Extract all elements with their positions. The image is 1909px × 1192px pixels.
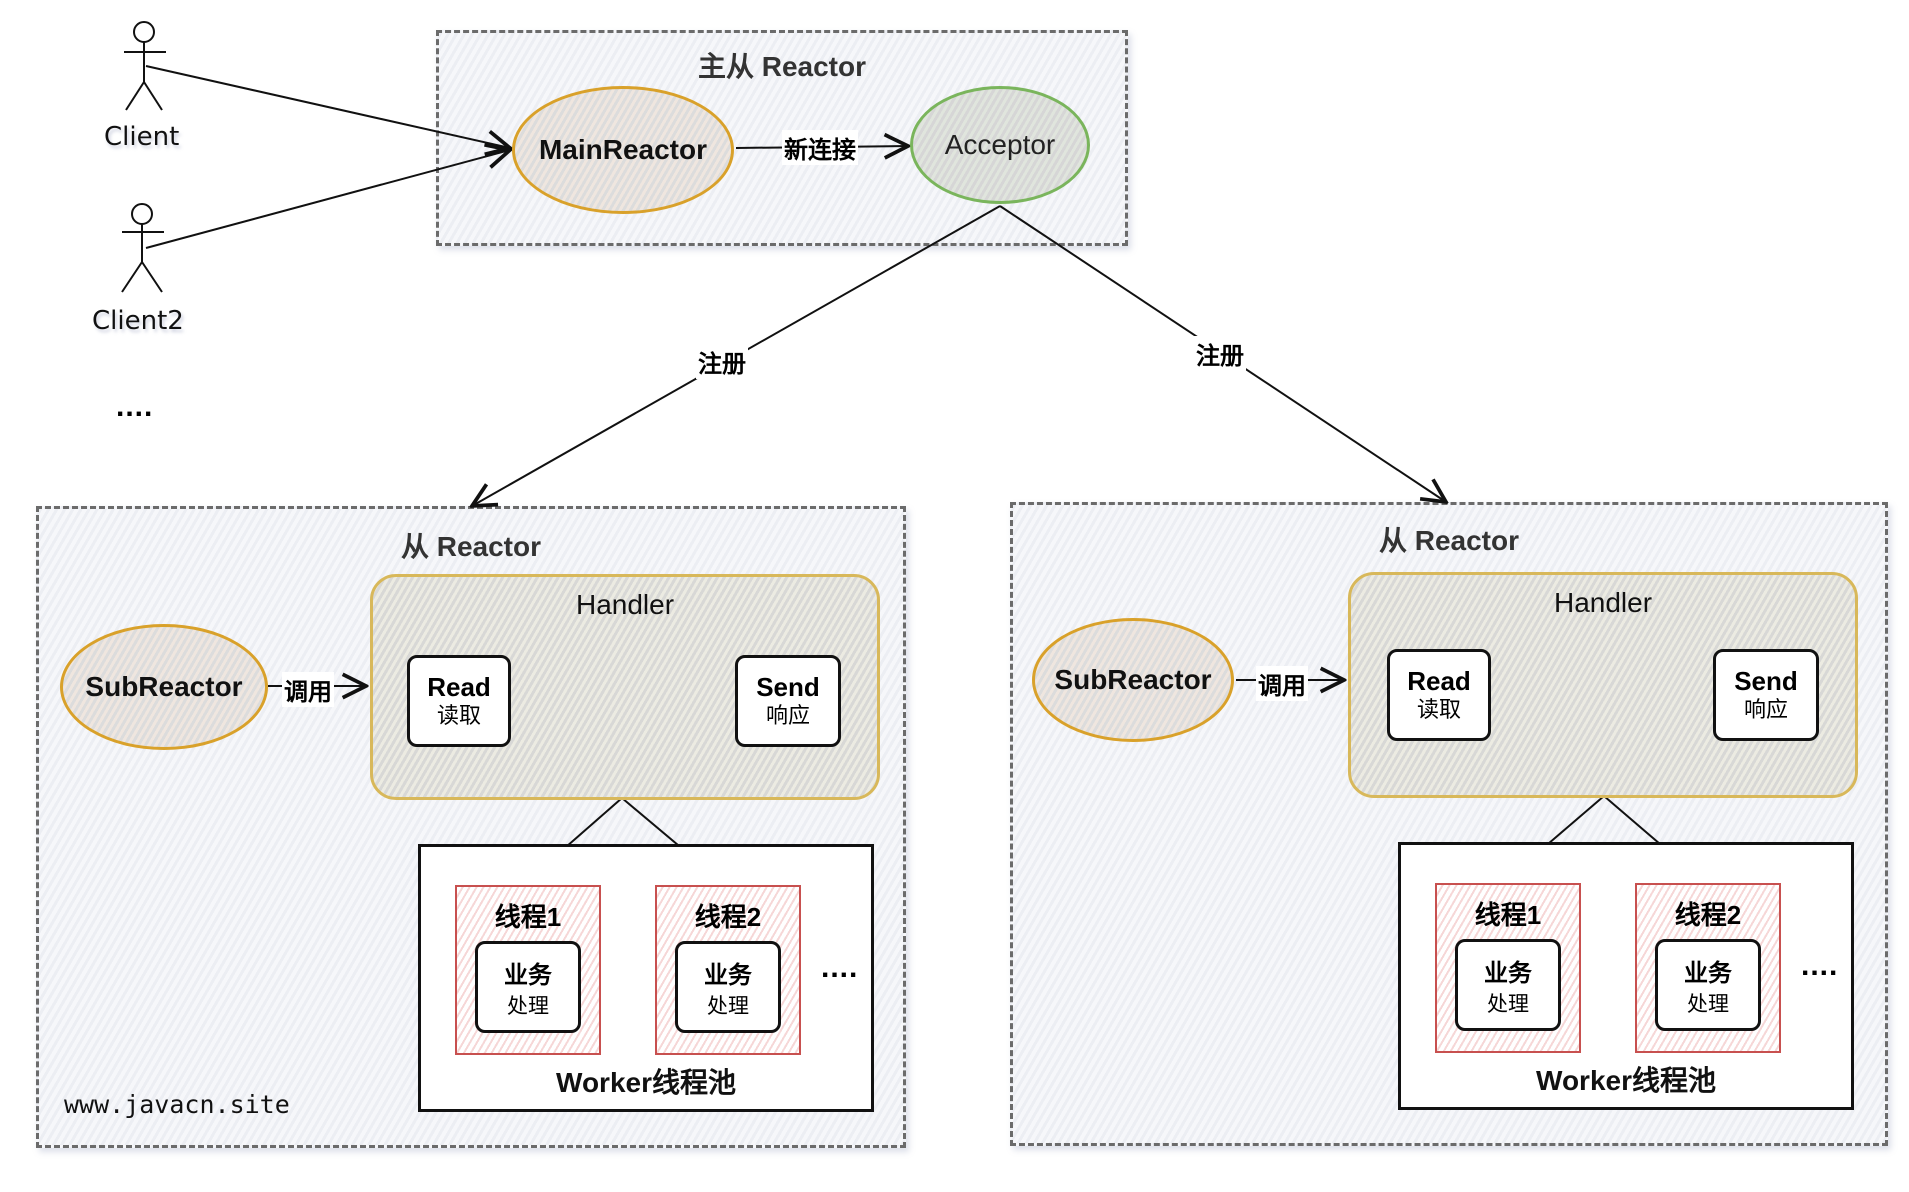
worker-pool-right: 线程1 业务 处理 线程2 业务 处理 .... Worker线程池 (1398, 842, 1854, 1110)
task-label: 业务 (504, 961, 552, 989)
sub-reactor-node-right[interactable]: SubReactor (1032, 618, 1234, 742)
task-card: 业务 处理 (1655, 939, 1761, 1031)
read-card[interactable]: Read 读取 (407, 655, 511, 747)
handler-right[interactable]: Handler Read 读取 Send 响应 (1348, 572, 1858, 798)
send-card[interactable]: Send 响应 (1713, 649, 1819, 741)
thread-title: 线程1 (1474, 900, 1542, 930)
acceptor-node[interactable]: Acceptor (910, 86, 1090, 204)
read-label: Read (427, 672, 491, 703)
actors-more: .... (116, 390, 154, 423)
worker-pool-left: 线程1 业务 处理 线程2 业务 处理 .... Worker线程池 (418, 844, 874, 1112)
sub-reactor-node-left[interactable]: SubReactor (60, 624, 268, 750)
send-sublabel: 响应 (1743, 697, 1788, 723)
send-label: Send (1734, 666, 1798, 697)
send-card[interactable]: Send 响应 (735, 655, 841, 747)
actor-client2-label: Client2 (92, 306, 184, 336)
worker-pool-title: Worker线程池 (1536, 1065, 1716, 1096)
threads-more: .... (1801, 949, 1839, 982)
actor-client-figure (124, 21, 166, 111)
call-label-right: 调用 (1256, 666, 1308, 701)
register-label-left: 注册 (696, 344, 748, 379)
task-card: 业务 处理 (1455, 939, 1561, 1031)
read-card[interactable]: Read 读取 (1387, 649, 1491, 741)
read-label: Read (1407, 666, 1471, 697)
main-group-title: 主从 Reactor (697, 51, 867, 82)
task-sublabel: 处理 (507, 994, 549, 1018)
thread-2[interactable]: 线程2 业务 处理 (1635, 883, 1781, 1053)
call-label-left: 调用 (282, 672, 334, 707)
main-reactor-node[interactable]: MainReactor (512, 86, 734, 214)
handler-title: Handler (1553, 587, 1653, 618)
handler-left[interactable]: Handler Read 读取 Send 响应 (370, 574, 880, 800)
read-sublabel: 读取 (1416, 697, 1461, 723)
thread-title: 线程2 (694, 902, 762, 932)
task-label: 业务 (1684, 959, 1732, 987)
actor-client2-figure (121, 203, 164, 293)
worker-pool-title: Worker线程池 (556, 1067, 736, 1098)
thread-1[interactable]: 线程1 业务 处理 (1435, 883, 1581, 1053)
thread-1[interactable]: 线程1 业务 处理 (455, 885, 601, 1055)
sub-group-title: 从 Reactor (1378, 525, 1520, 556)
task-label: 业务 (1484, 959, 1532, 987)
new-connection-label: 新连接 (782, 130, 858, 165)
sub-group-title: 从 Reactor (400, 531, 542, 562)
task-sublabel: 处理 (707, 994, 749, 1018)
actor-client-label: Client (104, 122, 180, 152)
thread-2[interactable]: 线程2 业务 处理 (655, 885, 801, 1055)
thread-title: 线程2 (1674, 900, 1742, 930)
task-card: 业务 处理 (675, 941, 781, 1033)
thread-title: 线程1 (494, 902, 562, 932)
task-card: 业务 处理 (475, 941, 581, 1033)
register-label-right: 注册 (1194, 336, 1246, 371)
watermark: www.javacn.site (64, 1090, 290, 1119)
task-sublabel: 处理 (1687, 992, 1729, 1016)
task-sublabel: 处理 (1487, 992, 1529, 1016)
send-sublabel: 响应 (765, 703, 810, 729)
send-label: Send (756, 672, 820, 703)
handler-title: Handler (575, 589, 675, 620)
threads-more: .... (821, 951, 859, 984)
read-sublabel: 读取 (436, 703, 481, 729)
task-label: 业务 (704, 961, 752, 989)
